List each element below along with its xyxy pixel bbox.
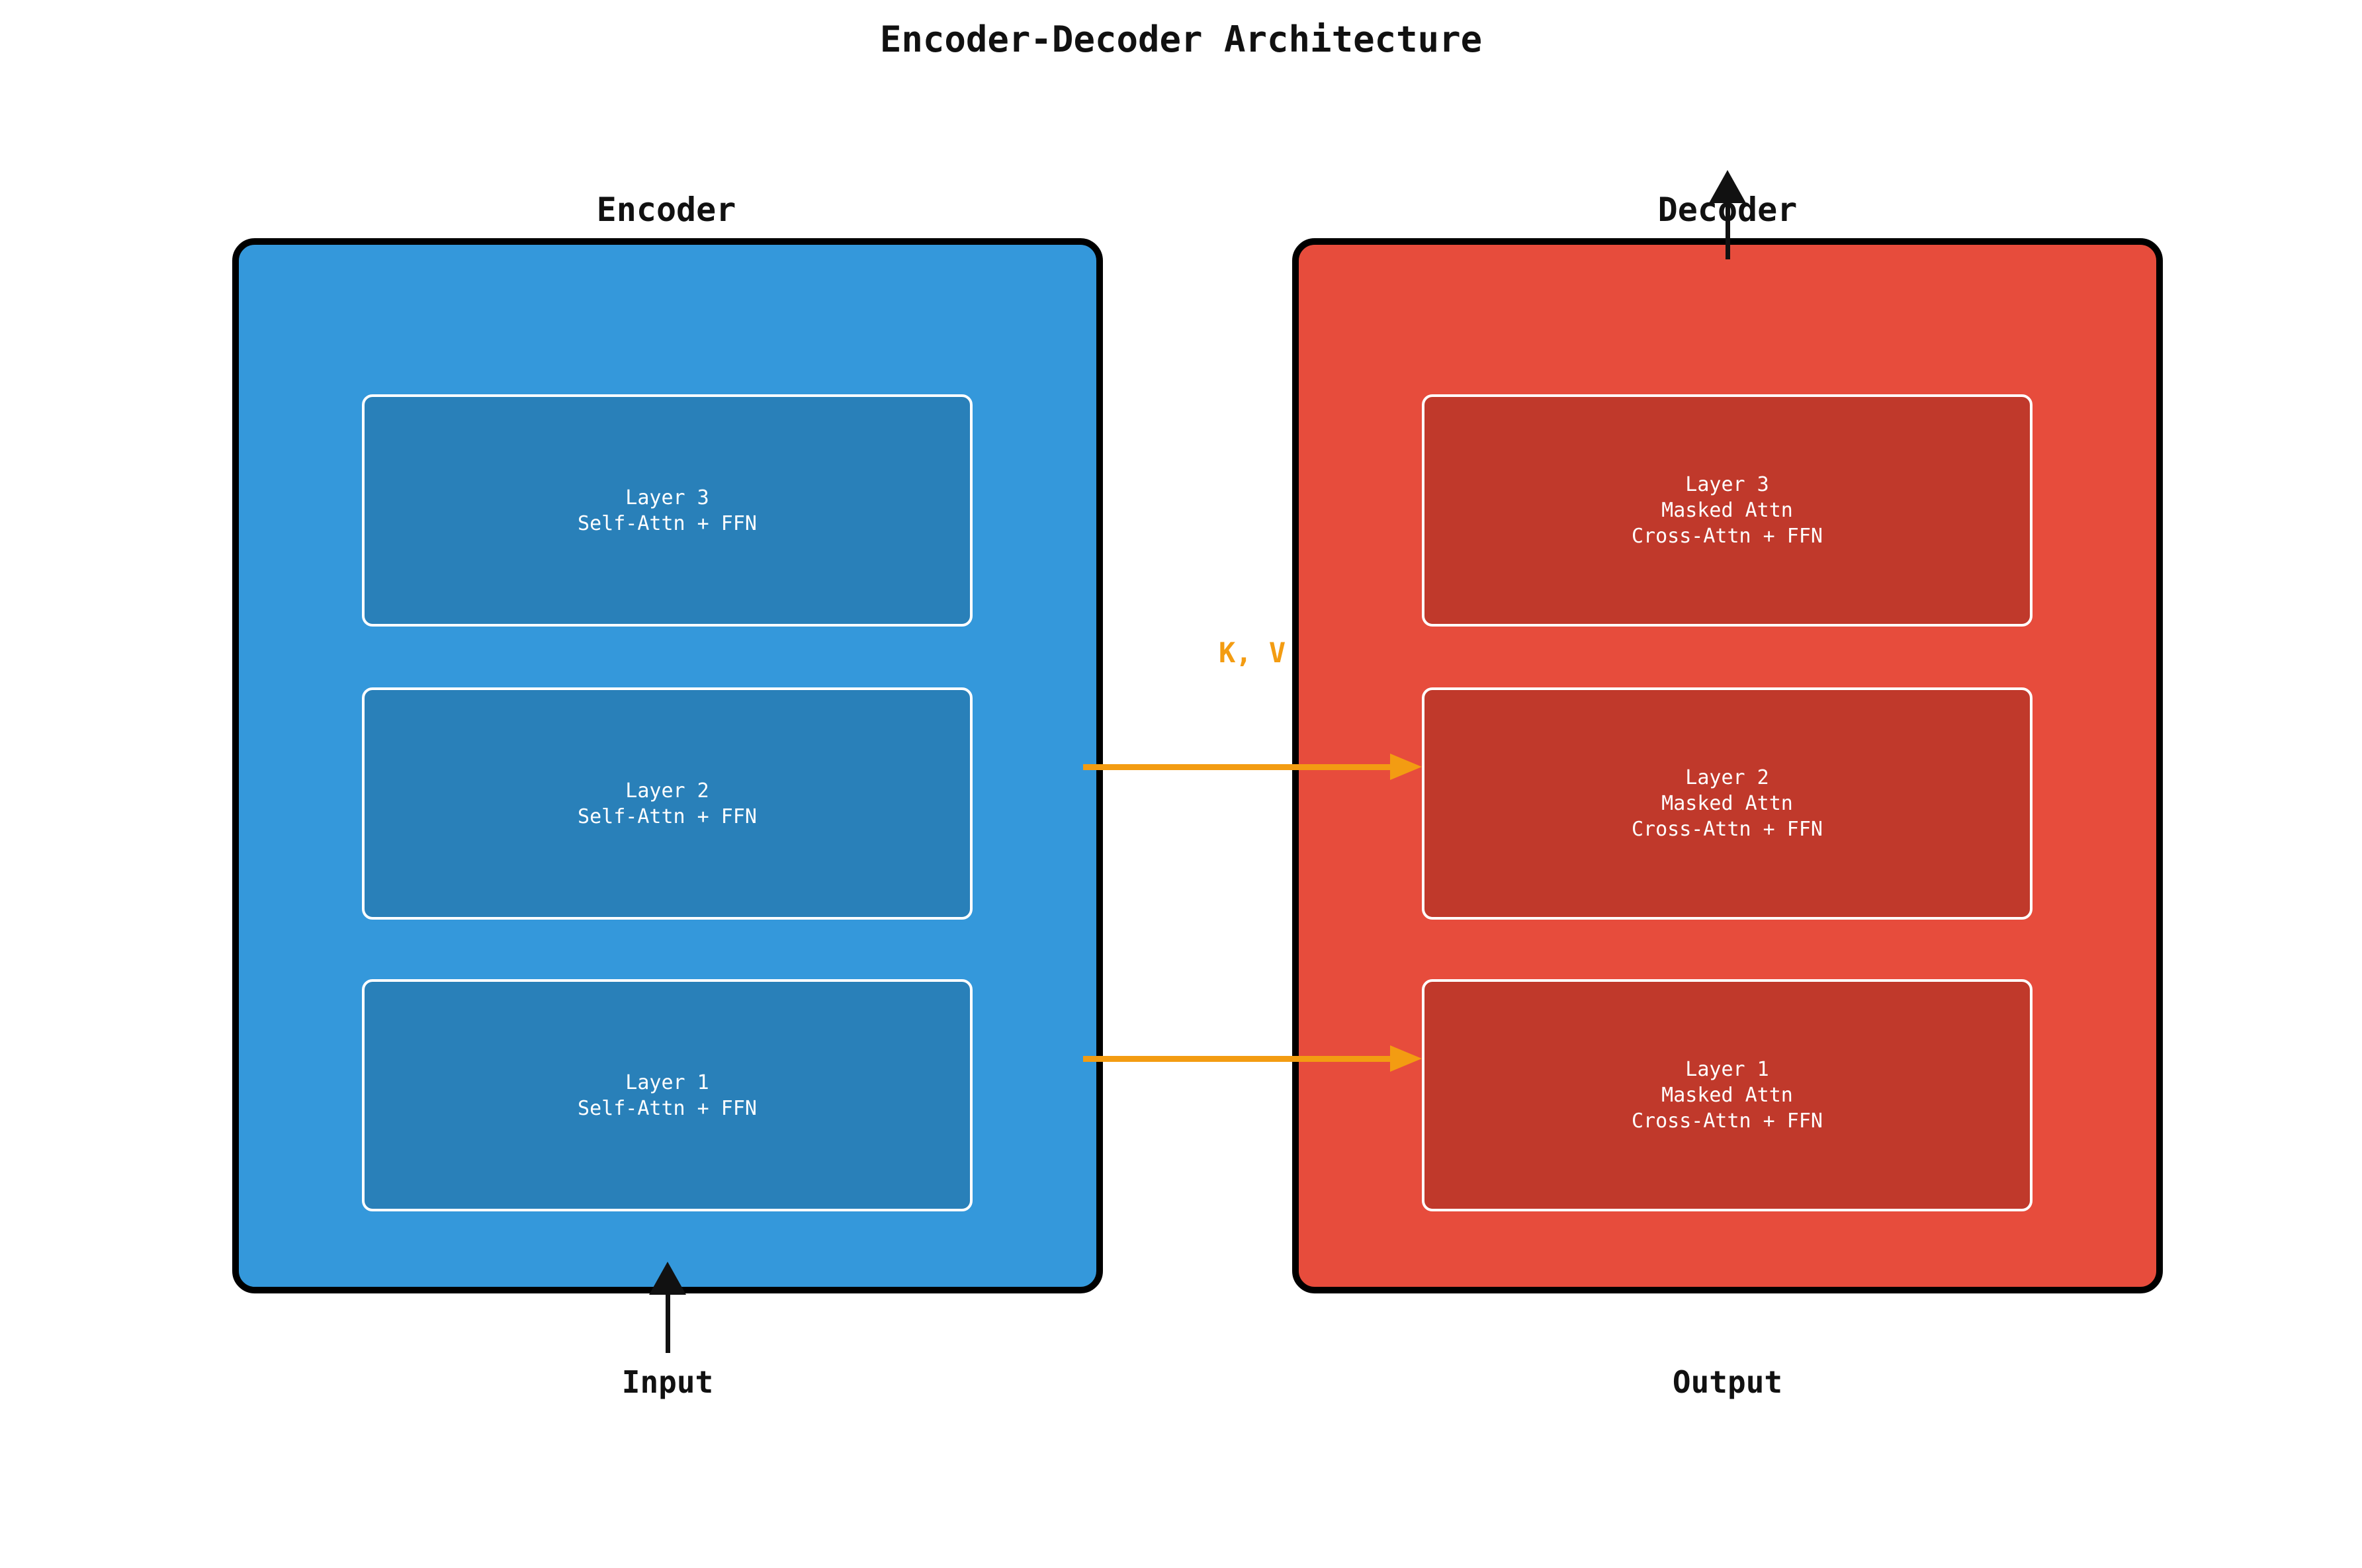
layer-line: Cross-Attn + FFN [1632, 525, 1823, 548]
layer-line: Layer 3 [625, 486, 709, 509]
layer-line: Self-Attn + FFN [578, 511, 757, 535]
input-arrow-line-icon [666, 1290, 670, 1353]
encoder-layer-2: Layer 2 Self-Attn + FFN [362, 687, 973, 920]
layer-line: Self-Attn + FFN [578, 805, 757, 828]
output-arrow-line-icon [1726, 198, 1730, 259]
encoder-label: Encoder [596, 191, 736, 229]
kv-arrow-lower-icon [1083, 1045, 1422, 1072]
layer-line: Layer 1 [625, 1070, 709, 1094]
layer-line: Self-Attn + FFN [578, 1096, 757, 1120]
decoder-layer-1: Layer 1 Masked Attn Cross-Attn + FFN [1422, 979, 2033, 1211]
layer-line: Layer 2 [1685, 766, 1769, 789]
layer-line: Cross-Attn + FFN [1632, 1110, 1823, 1133]
layer-line: Layer 1 [1685, 1058, 1769, 1081]
layer-line: Masked Attn [1661, 499, 1793, 522]
kv-label: K, V [1219, 636, 1286, 669]
layer-line: Masked Attn [1661, 792, 1793, 815]
encoder-layer-3: Layer 3 Self-Attn + FFN [362, 394, 973, 627]
input-arrow-icon [649, 1262, 686, 1295]
layer-line: Layer 2 [625, 779, 709, 803]
diagram-title: Encoder-Decoder Architecture [879, 19, 1483, 60]
decoder-layer-3: Layer 3 Masked Attn Cross-Attn + FFN [1422, 394, 2033, 627]
layer-line: Cross-Attn + FFN [1632, 818, 1823, 841]
output-label: Output [1672, 1364, 1783, 1400]
input-label: Input [621, 1364, 714, 1400]
kv-arrow-upper-icon [1083, 754, 1422, 780]
decoder-layer-2: Layer 2 Masked Attn Cross-Attn + FFN [1422, 687, 2033, 920]
layer-line: Layer 3 [1685, 473, 1769, 496]
output-arrow-icon [1709, 170, 1746, 203]
encoder-layer-1: Layer 1 Self-Attn + FFN [362, 979, 973, 1211]
layer-line: Masked Attn [1661, 1084, 1793, 1107]
